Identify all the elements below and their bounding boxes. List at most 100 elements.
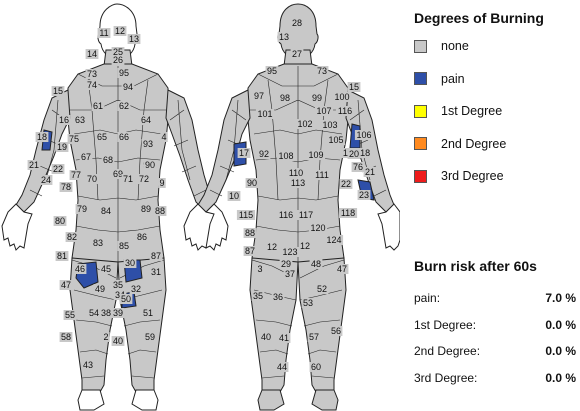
front-region-number: 62 [119, 101, 129, 111]
back-region-label: 13 [278, 32, 291, 42]
front-region-label: 47 [60, 280, 73, 290]
back-region-label: 108 [277, 151, 295, 161]
front-region-number: 9 [159, 178, 164, 188]
front-region-number: 51 [143, 308, 153, 318]
front-region-label: 78 [60, 182, 73, 192]
risk-row-1st-degree: 1st Degree: 0.0 % [414, 318, 576, 332]
front-region-number: 72 [139, 174, 149, 184]
front-region-label: 55 [64, 310, 77, 320]
back-region-number: 106 [356, 130, 371, 140]
front-region-number: 63 [75, 115, 85, 125]
back-region-number: 73 [317, 66, 327, 76]
front-region-number: 80 [55, 216, 65, 226]
back-region-label: 73 [316, 66, 329, 76]
back-region-label: 3 [256, 264, 263, 274]
front-region-label: 77 [70, 170, 83, 180]
back-region-label: 99 [311, 93, 324, 103]
front-region-number: 38 [101, 308, 111, 318]
legend-swatch [414, 105, 427, 118]
front-region-number: 95 [119, 68, 129, 78]
back-region-label: 22 [340, 179, 353, 189]
risk-row-2nd-degree: 2nd Degree: 0.0 % [414, 344, 576, 358]
back-region-label: 117 [297, 210, 315, 220]
front-region-label: 66 [118, 132, 131, 142]
risk-value: 0.0 % [545, 318, 576, 332]
front-foot-left[interactable] [78, 390, 104, 410]
back-region-number: 12 [267, 242, 277, 252]
front-region-label: 65 [96, 132, 109, 142]
front-region-number: 4 [161, 132, 166, 142]
risk-value: 0.0 % [545, 371, 576, 385]
back-region-label: 28 [291, 18, 304, 28]
back-region-number: 76 [353, 162, 363, 172]
back-region-number: 3 [257, 264, 262, 274]
back-region-number: 116 [338, 106, 352, 116]
burn-risk-title: Burn risk after 60s [414, 258, 576, 274]
back-region-label: 44 [276, 362, 289, 372]
back-region-number: 47 [337, 264, 347, 274]
risk-value: 7.0 % [545, 291, 576, 305]
back-region-number: 37 [285, 269, 295, 279]
front-region-label: 21 [28, 160, 41, 170]
front-region-label: 24 [40, 175, 53, 185]
back-region-number: 52 [317, 284, 327, 294]
front-region-number: 77 [71, 170, 81, 180]
front-region-label: 64 [140, 115, 153, 125]
front-region-number: 2 [103, 332, 108, 342]
front-region-label: 83 [92, 238, 105, 248]
back-region-label: 48 [310, 259, 323, 269]
front-region-number: 83 [93, 238, 103, 248]
risk-label: 3rd Degree: [414, 371, 477, 385]
back-region-number: 123 [282, 247, 297, 257]
legend-swatch [414, 72, 427, 85]
back-foot-left[interactable] [258, 390, 284, 410]
front-region-label: 38 [100, 308, 113, 318]
back-foot-right[interactable] [312, 390, 338, 410]
front-region-label: 39 [112, 308, 125, 318]
back-region-number: 53 [303, 298, 313, 308]
front-region-label: 59 [144, 332, 157, 342]
back-region-label: 115 [237, 210, 255, 220]
front-region-label: 50 [120, 294, 133, 304]
back-region-number: 111 [315, 170, 329, 180]
risk-row-pain: pain: 7.0 % [414, 291, 576, 305]
front-region-label: 19 [56, 142, 69, 152]
back-region-number: 12 [300, 241, 310, 251]
back-region-label: 17 [238, 148, 251, 158]
legend-label: 3rd Degree [441, 169, 504, 183]
back-region-number: 116 [279, 210, 293, 220]
back-region-number: 124 [326, 235, 341, 245]
front-region-number: 79 [77, 204, 87, 214]
back-region-number: 88 [245, 228, 255, 238]
front-region-label: 40 [112, 336, 125, 346]
risk-label: pain: [414, 291, 440, 305]
front-region-number: 70 [87, 174, 97, 184]
front-region-label: 80 [54, 216, 67, 226]
back-region-label: 90 [246, 178, 259, 188]
back-region-label: 124 [325, 235, 343, 245]
back-region-label: 36 [272, 292, 285, 302]
legend-item-1st-degree: 1st Degree [414, 103, 574, 119]
back-hand-right[interactable] [378, 204, 400, 250]
front-region-label: 85 [118, 241, 131, 251]
front-foot-right[interactable] [132, 390, 158, 410]
front-region-number: 13 [129, 34, 139, 44]
front-region-label: 46 [74, 264, 87, 274]
front-region-number: 64 [141, 115, 151, 125]
back-region-number: 120 [310, 223, 325, 233]
back-region-number: 107 [316, 106, 331, 116]
front-region-label: 30 [124, 258, 137, 268]
front-region-label: 11 [98, 28, 111, 38]
legend-item-2nd-degree: 2nd Degree [414, 136, 574, 152]
front-region-number: 35 [113, 280, 123, 290]
front-region-label: 15 [52, 86, 65, 96]
risk-label: 1st Degree: [414, 318, 476, 332]
front-region-number: 88 [155, 206, 165, 216]
front-hand-left[interactable] [2, 204, 32, 250]
front-region-label: 14 [86, 49, 99, 59]
back-region-label: 29 [280, 259, 293, 269]
front-region-label: 18 [36, 132, 49, 142]
back-region-label: 15 [348, 82, 361, 92]
back-region-number: 103 [322, 120, 337, 130]
